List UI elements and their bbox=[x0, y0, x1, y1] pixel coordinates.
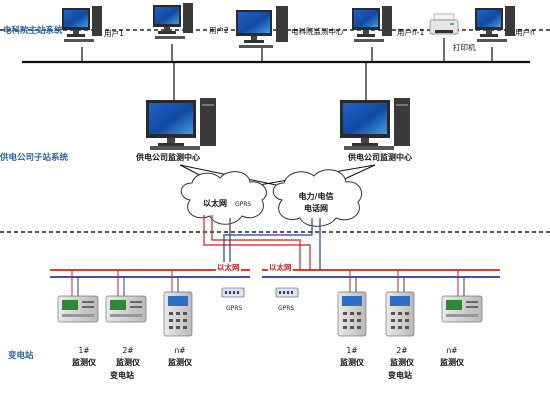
right-monitor-1-number: 1# bbox=[346, 346, 358, 355]
user-n1-computer-icon bbox=[352, 6, 392, 42]
right-ethernet-label: 以太网 bbox=[268, 263, 293, 272]
right-monitor-n-number: n# bbox=[446, 346, 458, 355]
cloud-gprs-label: GPRS bbox=[235, 201, 252, 208]
ethernet-gprs-cloud-icon bbox=[180, 171, 267, 225]
left-ethernet-label: 以太网 bbox=[216, 263, 241, 272]
user1-label: 用户1 bbox=[104, 29, 124, 38]
monitor-center-label: 电科院监测中心 bbox=[291, 27, 344, 36]
user-n-computer-icon bbox=[475, 6, 515, 42]
right-center-computer-icon bbox=[340, 98, 410, 150]
telecom-phone-cloud-icon bbox=[272, 169, 362, 227]
right-monitor-2-number: 2# bbox=[396, 346, 408, 355]
left-monitor-1-label: 监测仪 bbox=[72, 358, 96, 367]
user2-computer-icon bbox=[153, 3, 193, 39]
right-monitor-2-label: 监测仪 bbox=[390, 358, 414, 367]
left-gprs-modem-icon bbox=[221, 287, 245, 298]
printer-icon bbox=[429, 13, 459, 35]
cloud-ethernet-label: 以太网 bbox=[203, 199, 227, 208]
main-station-tier-label: 电科院主站系统 bbox=[3, 26, 63, 36]
left-center-label: 供电公司监测中心 bbox=[136, 153, 200, 162]
user-n1-label: 用户n-1 bbox=[397, 28, 425, 37]
right-monitor-1-device-icon bbox=[337, 291, 367, 337]
left-monitor-2-device-icon bbox=[105, 295, 147, 323]
left-center-computer-icon bbox=[146, 98, 216, 150]
printer-label: 打印机 bbox=[453, 43, 476, 52]
left-monitor-n-label: 监测仪 bbox=[168, 358, 192, 367]
left-monitor-n-number: n# bbox=[174, 346, 186, 355]
left-monitor-1-device-icon bbox=[57, 295, 99, 323]
right-monitor-2-device-icon bbox=[385, 291, 415, 337]
cloud-bus-links bbox=[203, 215, 321, 270]
top-drop-lines bbox=[81, 38, 493, 100]
user2-label: 用户2 bbox=[209, 26, 229, 35]
monitor-center-computer-icon bbox=[236, 6, 288, 48]
right-center-label: 供电公司监测中心 bbox=[348, 153, 412, 162]
left-monitor-n-device-icon bbox=[163, 291, 193, 337]
right-monitor-1-label: 监测仪 bbox=[340, 358, 364, 367]
substation-tier-label: 变电站 bbox=[8, 351, 34, 361]
cloud-telecom-label-line1: 电力/电信 bbox=[298, 192, 334, 201]
right-monitor-n-device-icon bbox=[441, 295, 483, 323]
left-monitor-2-number: 2# bbox=[122, 346, 134, 355]
right-gprs-label: GPRS bbox=[278, 305, 295, 312]
user1-computer-icon bbox=[62, 6, 102, 42]
right-gprs-modem-icon bbox=[275, 287, 299, 298]
right-substation-label: 变电站 bbox=[388, 371, 412, 380]
bus-drop-lines bbox=[71, 270, 465, 296]
left-monitor-1-number: 1# bbox=[78, 346, 90, 355]
left-monitor-2-label: 监测仪 bbox=[116, 358, 140, 367]
right-monitor-n-label: 监测仪 bbox=[440, 358, 464, 367]
user-n-label: 用户n bbox=[515, 28, 535, 37]
sub-station-tier-label: 供电公司子站系统 bbox=[0, 153, 69, 163]
left-substation-label: 变电站 bbox=[110, 371, 134, 380]
left-gprs-label: GPRS bbox=[226, 305, 243, 312]
cloud-telecom-label-line2: 电话网 bbox=[304, 204, 328, 213]
